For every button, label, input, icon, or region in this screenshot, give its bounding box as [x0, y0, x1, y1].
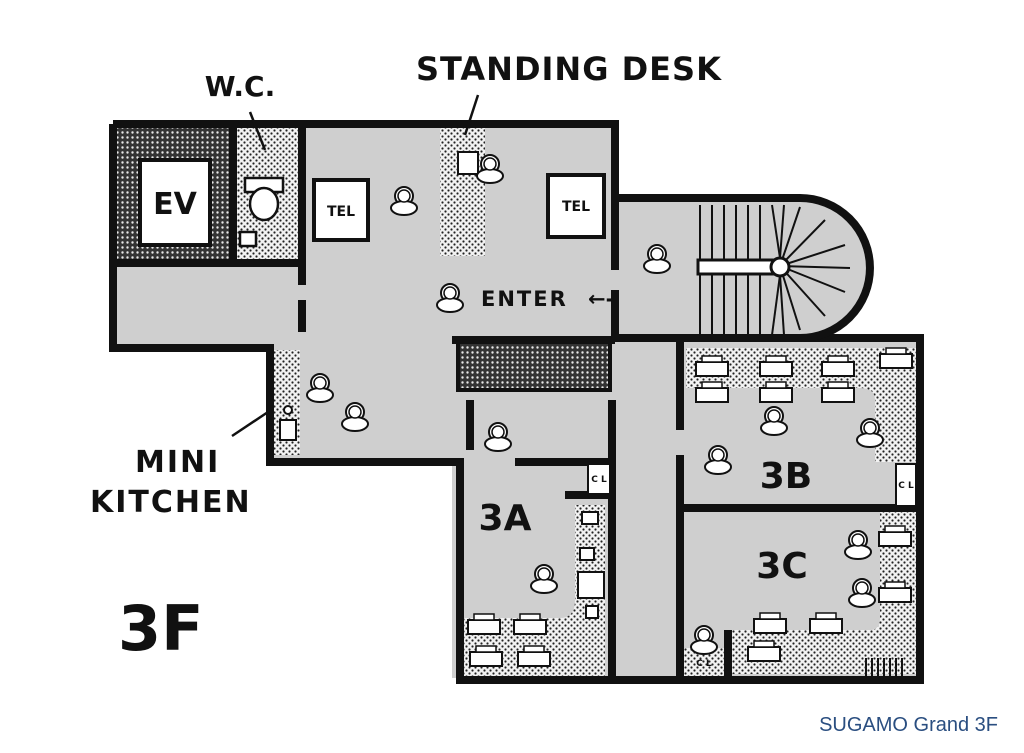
wc-label: W.C.: [205, 70, 275, 103]
stair-handrail: [696, 258, 782, 276]
tel-booth-left: TEL: [312, 178, 370, 242]
wc-pointer: [248, 111, 267, 151]
mini-kitchen-label-line2: KITCHEN: [90, 485, 252, 520]
corridor-vertical-floor: [612, 340, 680, 678]
standing-desk-label: STANDING DESK: [416, 50, 722, 88]
floor-number: 3F: [118, 592, 204, 665]
walls: [109, 120, 924, 684]
radiator-icon: [865, 658, 903, 676]
tel-booth-right: TEL: [546, 173, 606, 239]
toilet-icon: [238, 176, 285, 248]
closet-3b: C L: [895, 463, 917, 507]
central-block: [458, 340, 610, 390]
tel-label-right: TEL: [562, 199, 590, 215]
tel-label-left: TEL: [327, 204, 355, 220]
enter-label: ENTER: [481, 287, 568, 311]
caption: SUGAMO Grand 3F: [819, 714, 998, 736]
closet-3c-label: C L: [696, 659, 712, 669]
enter-arrow-icon: ←-: [588, 287, 614, 311]
room-3a-shelves: [577, 511, 605, 619]
closet-3b-label: C L: [898, 481, 914, 491]
closet-3a: C L: [587, 463, 611, 495]
mini-kitchen-label-line1: MINI: [135, 445, 220, 480]
standing-desk-area: [440, 128, 485, 256]
central-block-outline: [456, 338, 612, 392]
kitchen-sink-icon: [279, 405, 297, 441]
standing-desk-chair: [457, 151, 479, 175]
room-3b-label: 3B: [760, 456, 813, 497]
room-3b-counter: [686, 348, 916, 462]
standing-desk-pointer: [463, 94, 480, 136]
ev-label: EV: [153, 187, 197, 222]
room-3c-label: 3C: [756, 546, 807, 587]
stair-newel: [769, 256, 791, 278]
room-3a-label: 3A: [479, 498, 532, 539]
elevator-car: [138, 158, 212, 247]
mini-kitchen-pointer: [231, 410, 269, 438]
closet-3a-label: C L: [591, 475, 607, 485]
